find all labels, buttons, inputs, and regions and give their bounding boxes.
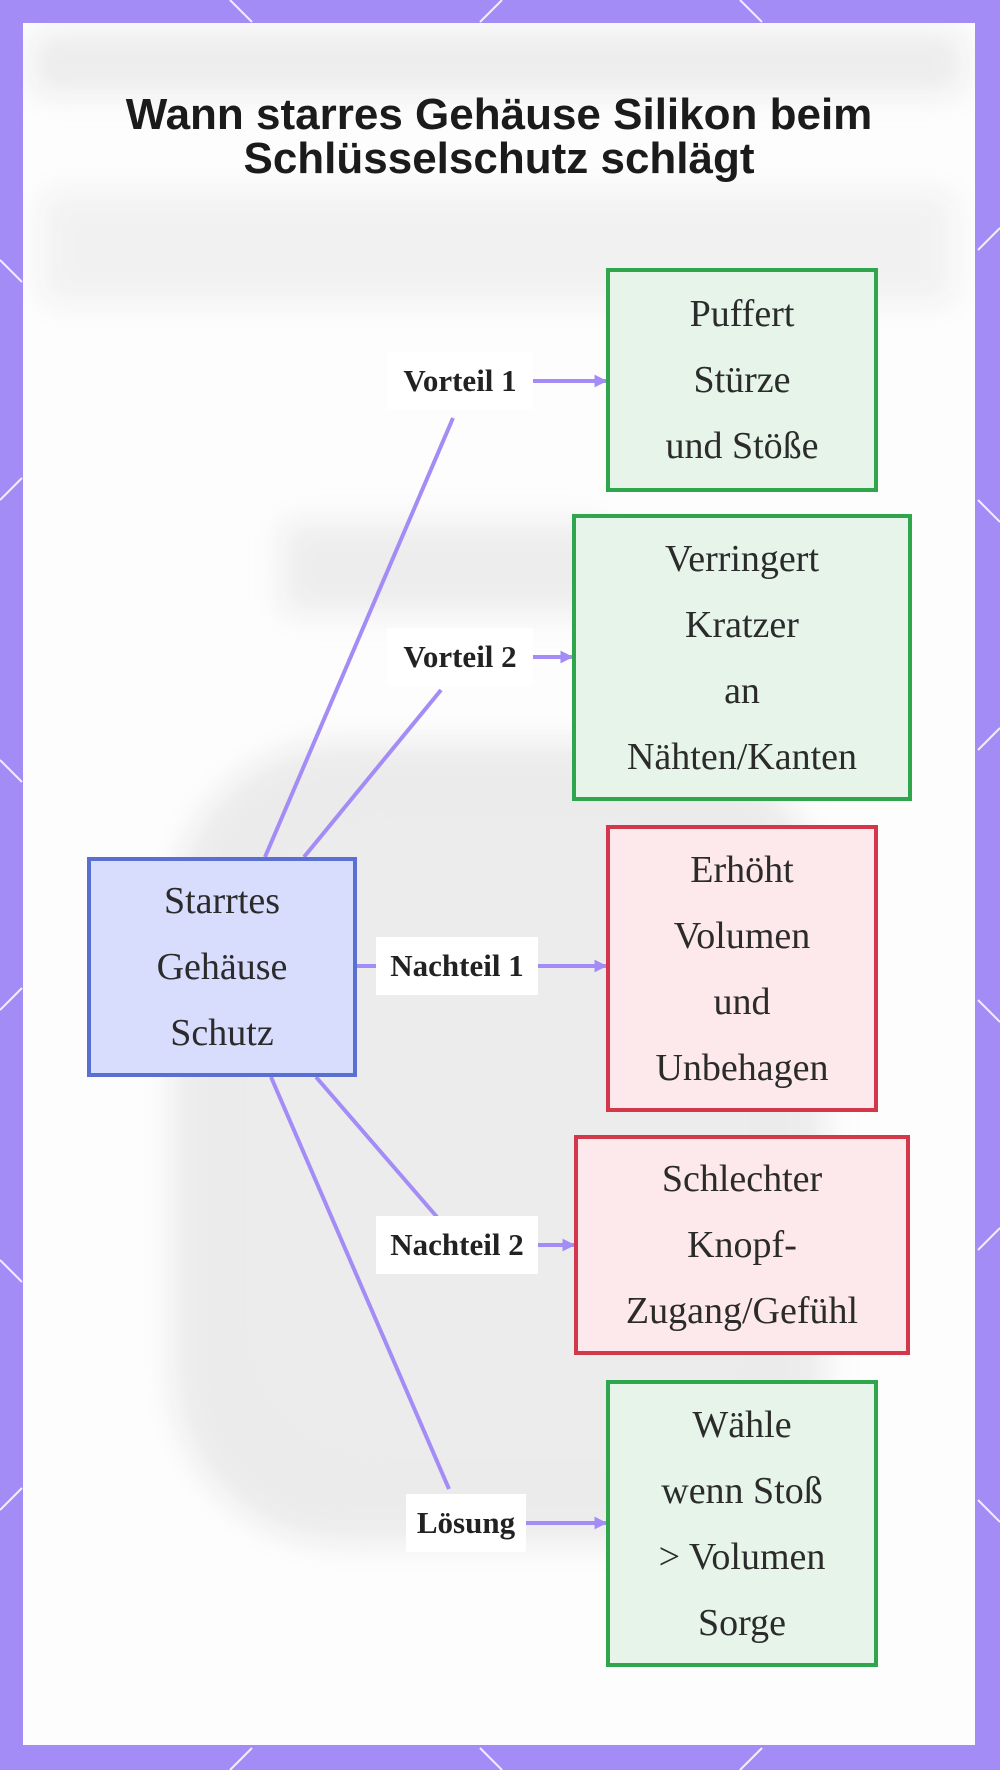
edge-label-nachteil-2: Nachteil 2 xyxy=(376,1216,538,1274)
node-line: Erhöht xyxy=(690,848,794,891)
node-line: Volumen xyxy=(673,914,811,957)
edge-label-vorteil-2: Vorteil 2 xyxy=(387,628,533,686)
node-line: Knopf- xyxy=(687,1224,797,1266)
node-line: Zugang/Gefühl xyxy=(625,1290,859,1332)
source-line: Schutz xyxy=(170,1012,274,1054)
node-line: > Volumen xyxy=(658,1535,826,1578)
diagram-title: Wann starres Gehäuse Silikon beim Schlüs… xyxy=(23,93,975,181)
edge-source-nachteil-2 xyxy=(314,1075,439,1219)
edge-label-loesung: Lösung xyxy=(406,1494,526,1552)
diagram-panel: Wann starres Gehäuse Silikon beim Schlüs… xyxy=(23,23,975,1745)
node-line: wenn Stoß xyxy=(661,1469,823,1512)
edge-source-vorteil-2 xyxy=(302,688,443,859)
edge-layer xyxy=(263,374,608,1530)
edge-source-loesung xyxy=(269,1076,451,1490)
node-line: und Stöße xyxy=(665,425,819,467)
node-line: Unbehagen xyxy=(655,1046,829,1089)
target-node-nachteil-1: Erhöht Volumen und Unbehagen xyxy=(606,825,878,1112)
source-line: Starrtes xyxy=(163,880,281,922)
node-line: Puffert xyxy=(689,293,795,335)
source-line: Gehäuse xyxy=(156,946,288,988)
target-node-nachteil-2: Schlechter Knopf- Zugang/Gefühl xyxy=(574,1135,910,1355)
node-line: und xyxy=(713,980,771,1023)
edge-source-vorteil-1 xyxy=(263,417,455,858)
title-line-2: Schlüsselschutz schlägt xyxy=(243,134,755,183)
node-line: Nähten/Kanten xyxy=(626,735,858,778)
node-line: Kratzer xyxy=(685,603,799,646)
node-line: an xyxy=(724,669,760,712)
node-line: Verringert xyxy=(664,537,820,580)
target-node-vorteil-1: Puffert Stürze und Stöße xyxy=(606,268,878,492)
title-line-1: Wann starres Gehäuse Silikon beim xyxy=(125,90,873,139)
edge-label-vorteil-1: Vorteil 1 xyxy=(387,352,533,410)
node-line: Wähle xyxy=(692,1403,792,1446)
target-node-vorteil-2: Verringert Kratzer an Nähten/Kanten xyxy=(572,514,912,801)
target-node-loesung: Wähle wenn Stoß > Volumen Sorge xyxy=(606,1380,878,1667)
edge-label-nachteil-1: Nachteil 1 xyxy=(376,937,538,995)
node-line: Sorge xyxy=(698,1601,786,1644)
source-node: Starrtes Gehäuse Schutz xyxy=(87,857,357,1077)
node-line: Stürze xyxy=(693,359,791,401)
node-line: Schlechter xyxy=(661,1158,823,1200)
